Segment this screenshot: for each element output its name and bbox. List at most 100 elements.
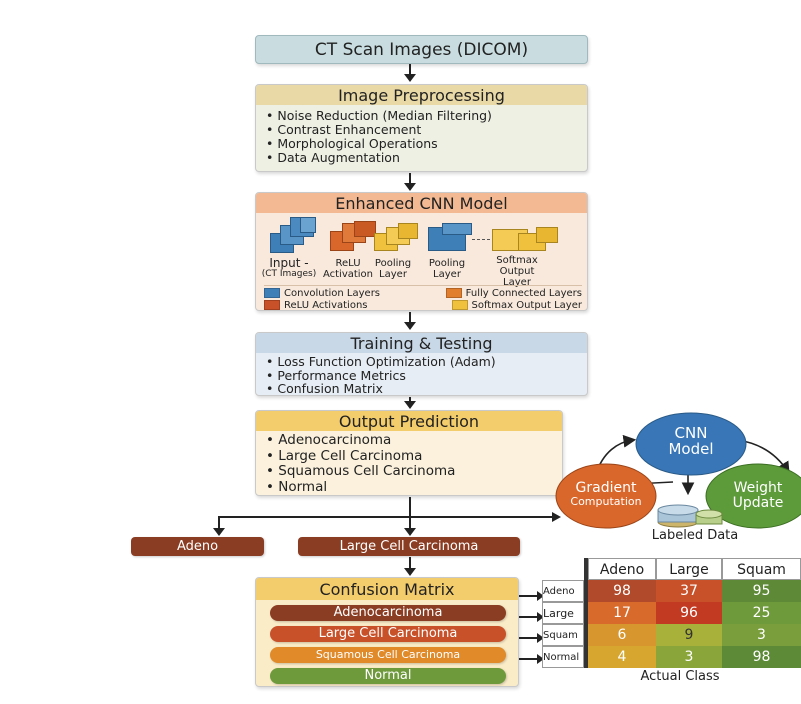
cnn-legend: Convolution Layers Fully Connected Layer…	[264, 285, 582, 312]
matrix-cell: 98	[588, 580, 656, 602]
arrow-to-matrix	[519, 595, 539, 597]
confusion-class-normal: Normal	[270, 668, 506, 684]
layer-label-relu: ReLU Activation	[322, 258, 374, 280]
arrow-to-large	[404, 516, 416, 536]
cnn-model-label-line: Model	[668, 440, 714, 458]
conv-cube	[300, 217, 316, 233]
input-box: CT Scan Images (DICOM)	[255, 35, 588, 64]
layer-label-line: ReLU	[335, 258, 361, 269]
training-item: • Performance Metrics	[266, 367, 406, 383]
output-item: • Large Cell Carcinoma	[266, 447, 423, 464]
layer-label-line: Activation	[322, 269, 374, 280]
split-horizontal	[218, 516, 554, 518]
arrow-to-matrix	[519, 658, 539, 660]
gradient-label-line: Gradient	[575, 480, 637, 496]
preprocessing-header-bg	[256, 85, 587, 105]
preprocessing-list: • Noise Reduction (Median Filtering) • C…	[266, 109, 492, 165]
matrix-cell: 9	[656, 624, 722, 646]
legend-label: ReLU Activations	[284, 300, 368, 311]
input-box-label: CT Scan Images (DICOM)	[314, 40, 529, 60]
preprocessing-item: • Data Augmentation	[266, 150, 400, 165]
legend-swatch	[445, 288, 462, 298]
output-title: Output Prediction	[338, 412, 480, 431]
preprocessing-item: • Noise Reduction (Median Filtering)	[266, 108, 492, 123]
cnn-box: Enhanced CNN Model Input - (CT Images) R…	[255, 192, 588, 311]
layer-label-input: Input - (CT Images)	[258, 257, 320, 280]
labeled-data-label: Labeled Data	[651, 528, 739, 543]
layer-label-pool1: Pooling Layer	[370, 258, 416, 280]
gradient-circle	[555, 463, 657, 529]
matrix-col-divider	[584, 558, 588, 668]
matrix-row-header: Adeno	[542, 580, 584, 602]
layer-label-line: (CT Images)	[261, 269, 317, 279]
layer-label-line: Layer	[503, 277, 531, 288]
training-header-bg	[256, 333, 587, 353]
layer-label-line: Pooling	[374, 258, 412, 269]
arrow-4	[404, 397, 416, 409]
legend-item-softmax: Softmax Output Layer	[451, 300, 583, 312]
matrix-col-header: Adeno	[588, 558, 656, 580]
legend-swatch	[451, 300, 468, 310]
cnn-model-label: CNN Model	[636, 425, 746, 457]
arrow-to-matrix	[519, 616, 539, 618]
weight-label: Weight Update	[706, 481, 801, 511]
training-item: • Loss Function Optimization (Adam)	[266, 354, 496, 369]
gradient-label-line: Computation	[570, 495, 642, 508]
output-list: • Adenocarcinoma • Large Cell Carcinoma …	[266, 432, 456, 495]
layer-label-line: Pooling	[428, 258, 466, 269]
cnn-model-label-line: CNN	[674, 424, 708, 442]
preprocessing-title: Image Preprocessing	[338, 86, 505, 105]
weight-label-line: Weight	[733, 480, 783, 496]
database-icon	[695, 509, 723, 519]
split-connector	[409, 497, 411, 517]
pool2-cube	[442, 223, 472, 235]
legend-item-fully-connected: Fully Connected Layers	[445, 288, 582, 300]
relu-cube	[354, 221, 376, 237]
confusion-header-bg	[256, 578, 518, 600]
cnn-title: Enhanced CNN Model	[335, 194, 508, 213]
matrix-footer: Actual Class	[640, 669, 720, 684]
layer-label-line: Layer	[433, 269, 461, 280]
cnn-header-bg	[256, 193, 587, 213]
legend-item-relu: ReLU Activations	[264, 300, 368, 312]
arrow-head	[537, 612, 544, 622]
legend-swatch	[264, 300, 280, 310]
weight-update-circle	[705, 463, 801, 529]
matrix-cell: 3	[656, 646, 722, 668]
output-item: • Adenocarcinoma	[266, 432, 392, 448]
legend-label: Softmax Output Layer	[471, 300, 583, 311]
training-list: • Loss Function Optimization (Adam) • Pe…	[266, 355, 496, 396]
preprocessing-item: • Morphological Operations	[266, 136, 438, 151]
layer-label-line: Softmax	[496, 255, 538, 266]
arrow-5	[404, 557, 416, 576]
confusion-class-squam: Squamous Cell Carcinoma	[270, 647, 506, 663]
layer-label-line: Layer	[379, 269, 407, 280]
preprocessing-box: Image Preprocessing • Noise Reduction (M…	[255, 84, 588, 172]
confusion-class-adeno: Adenocarcinoma	[270, 605, 506, 621]
matrix-cell: 4	[588, 646, 656, 668]
database-icon	[657, 504, 699, 516]
matrix-corner	[542, 558, 586, 580]
matrix-cell: 95	[722, 580, 801, 602]
arrow-3	[404, 312, 416, 330]
arrow-to-cycle-head	[552, 512, 561, 522]
legend-label: Fully Connected Layers	[465, 288, 582, 299]
confusion-title: Confusion Matrix	[319, 580, 455, 599]
legend-item-convolution: Convolution Layers	[264, 288, 380, 300]
arrow-to-adeno	[213, 516, 225, 536]
matrix-cell: 3	[722, 624, 801, 646]
matrix-cell: 98	[722, 646, 801, 668]
dashed-connector	[472, 239, 490, 240]
training-cycle-diagram	[555, 412, 801, 529]
arrow-head	[537, 591, 544, 601]
layer-label-softmax: Softmax Output Layer	[482, 255, 552, 288]
weight-label-line: Update	[732, 495, 784, 511]
confusion-box: Confusion Matrix Adenocarcinoma Large Ce…	[255, 577, 519, 687]
output-header-bg	[256, 411, 562, 431]
training-box: Training & Testing • Loss Function Optim…	[255, 332, 588, 396]
gradient-label: Gradient Computation	[556, 481, 656, 509]
output-item: • Squamous Cell Carcinoma	[266, 463, 456, 479]
training-item: • Confusion Matrix	[266, 381, 383, 396]
tag-large-cell: Large Cell Carcinoma	[298, 537, 520, 556]
matrix-row-header: Large	[542, 602, 584, 624]
